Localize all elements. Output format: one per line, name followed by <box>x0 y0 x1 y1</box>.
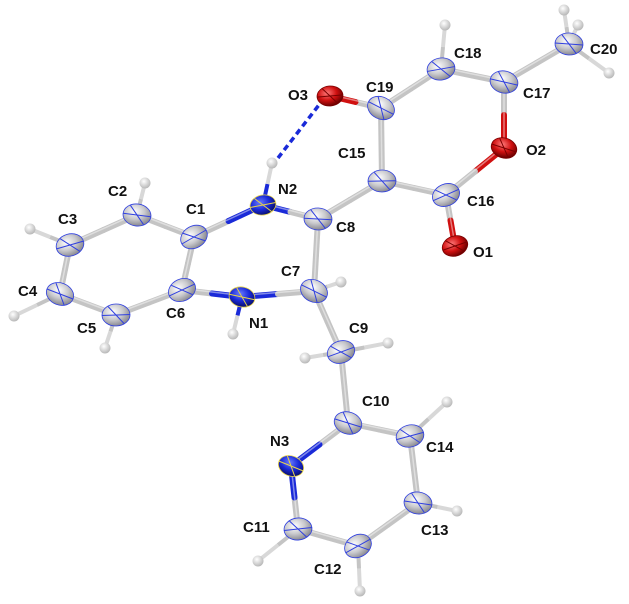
atom-label-o1: O1 <box>473 244 493 261</box>
hydrogen-atom-layer <box>8 4 615 597</box>
hydrogen-atom <box>603 67 615 79</box>
atom-label-c2: C2 <box>108 183 127 200</box>
atom-c5 <box>101 303 131 327</box>
atom-label-c15: C15 <box>338 145 366 162</box>
atom-label-c1: C1 <box>186 201 205 218</box>
atom-c17 <box>489 70 519 94</box>
atom-label-n3: N3 <box>270 433 289 450</box>
atom-label-c18: C18 <box>454 45 482 62</box>
atom-label-c19: C19 <box>366 79 394 96</box>
hydrogen-atom <box>299 352 311 364</box>
atom-label-c11: C11 <box>243 519 270 536</box>
atom-label-c17: C17 <box>523 85 551 102</box>
atom-c9 <box>326 340 356 364</box>
atom-n2 <box>249 194 277 216</box>
atom-c18 <box>426 57 456 81</box>
atom-c6 <box>168 278 196 302</box>
atom-label-c13: C13 <box>421 522 449 539</box>
atom-c19 <box>367 95 395 121</box>
hydrogen-atom <box>266 157 278 169</box>
hydrogen-atom <box>572 19 584 31</box>
atom-label-c8: C8 <box>336 219 355 236</box>
atom-label-c10: C10 <box>362 393 390 410</box>
atom-label-c4: C4 <box>18 283 38 300</box>
atom-o1 <box>441 235 469 257</box>
atom-c15 <box>367 169 397 193</box>
atom-c16 <box>432 183 460 207</box>
atom-c13 <box>403 491 433 515</box>
atom-layer <box>45 32 584 559</box>
atom-label-c7: C7 <box>281 263 300 280</box>
atom-c20 <box>554 32 584 56</box>
atom-c11 <box>283 517 313 541</box>
atom-label-o3: O3 <box>288 87 308 104</box>
atom-o3 <box>316 85 344 107</box>
hydrogen-atom <box>382 337 394 349</box>
atom-label-c5: C5 <box>77 320 96 337</box>
hydrogen-atom <box>335 276 347 288</box>
atom-label-c6: C6 <box>166 305 185 322</box>
hydrogen-bond-layer <box>276 99 324 160</box>
atom-label-c14: C14 <box>426 439 454 456</box>
atom-label-n2: N2 <box>278 181 297 198</box>
atom-label-c12: C12 <box>314 561 342 578</box>
atom-o2 <box>490 137 518 159</box>
atom-n3 <box>277 455 305 477</box>
hydrogen-atom <box>252 555 264 567</box>
atom-c2 <box>122 203 152 227</box>
atom-c1 <box>180 224 208 250</box>
atom-c3 <box>55 233 85 257</box>
hydrogen-atom <box>558 4 570 16</box>
atom-label-o2: O2 <box>526 142 546 159</box>
hydrogen-atom <box>8 310 20 322</box>
atom-c7 <box>300 278 328 304</box>
hydrogen-atom <box>24 223 36 235</box>
atom-n1 <box>228 286 256 308</box>
atom-label-c9: C9 <box>349 320 368 337</box>
hydrogen-atom <box>441 396 453 408</box>
atom-c4 <box>45 282 75 306</box>
atom-c12 <box>344 533 372 559</box>
hydrogen-atom <box>99 342 111 354</box>
atom-c8 <box>303 207 333 231</box>
atom-label-c3: C3 <box>58 211 77 228</box>
atom-c10 <box>333 411 363 435</box>
hydrogen-bond-dashed <box>276 99 324 160</box>
hydrogen-atom <box>439 19 451 31</box>
hydrogen-atom <box>227 328 239 340</box>
atom-label-c16: C16 <box>467 193 495 210</box>
atom-label-c20: C20 <box>590 41 618 58</box>
hydrogen-atom <box>139 177 151 189</box>
hydrogen-atom <box>354 585 366 597</box>
atom-c14 <box>395 424 425 448</box>
hydrogen-atom <box>451 505 463 517</box>
atom-label-n1: N1 <box>249 315 268 332</box>
